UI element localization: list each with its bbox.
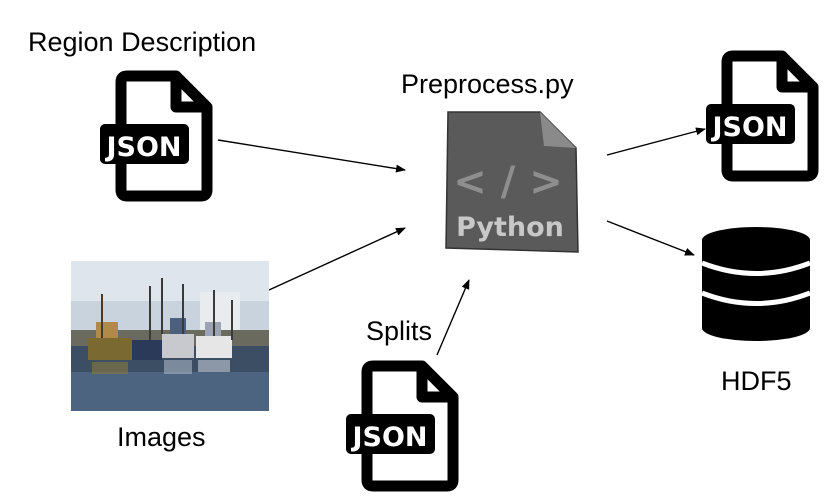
json-badge-text: JSON	[350, 422, 427, 453]
python-badge-text: Python	[456, 212, 564, 243]
code-symbol: < / >	[453, 159, 563, 205]
arrow-region-to-preprocess	[217, 139, 406, 173]
database-icon	[701, 227, 811, 341]
json-file-icon: JSON	[706, 50, 819, 182]
json-badge-text: JSON	[710, 112, 787, 143]
python-file-icon: < / > Python	[445, 111, 579, 253]
arrow-images-to-preprocess	[268, 227, 406, 291]
json-badge-text: JSON	[104, 132, 181, 163]
images-label: Images	[117, 422, 206, 452]
preprocess-label: Preprocess.py	[401, 69, 574, 99]
region-description-label: Region Description	[28, 27, 257, 57]
arrow-splits-to-preprocess	[436, 279, 470, 356]
hdf5-label: HDF5	[721, 366, 792, 396]
harbor-photo	[71, 261, 269, 411]
arrow-preprocess-to-json	[606, 127, 706, 156]
arrow-preprocess-to-hdf5	[606, 220, 695, 256]
splits-label: Splits	[366, 316, 433, 346]
json-file-icon: JSON	[100, 70, 213, 202]
json-file-icon: JSON	[346, 360, 459, 492]
